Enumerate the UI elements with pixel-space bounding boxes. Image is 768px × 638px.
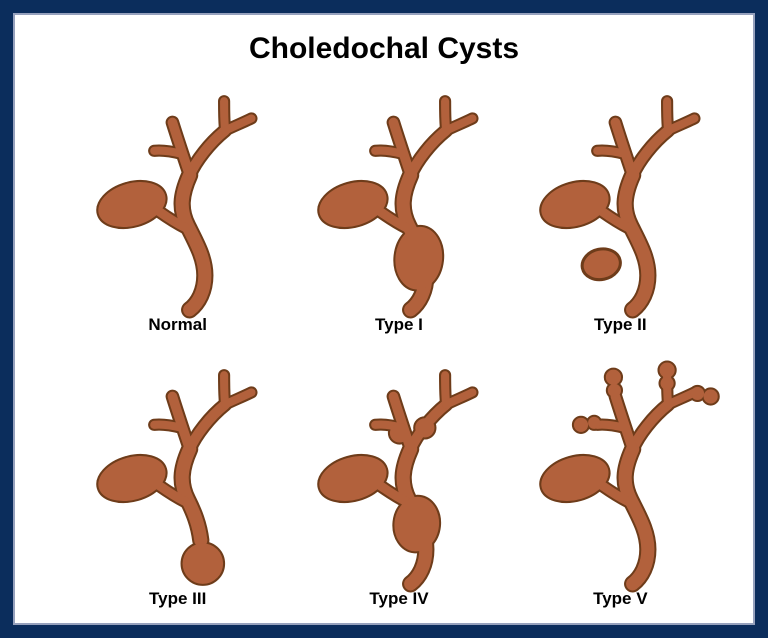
biliary-tree-type-1-illustration bbox=[297, 86, 500, 321]
panel-type-3: Type III bbox=[67, 343, 288, 613]
panel-label-normal: Normal bbox=[148, 315, 207, 334]
biliary-tree-normal-illustration bbox=[76, 86, 279, 321]
panel-grid: Normal Type I bbox=[15, 67, 753, 623]
diagram-card: Choledochal Cysts Normal bbox=[13, 13, 755, 625]
panel-type-5: Type V bbox=[510, 343, 731, 613]
biliary-tree-type-5-illustration bbox=[519, 360, 722, 595]
panel-normal: Normal bbox=[67, 69, 288, 339]
diverticulum-cyst bbox=[580, 247, 622, 282]
panel-label-type-5: Type V bbox=[593, 589, 648, 608]
biliary-tree-type-3-illustration bbox=[76, 360, 279, 595]
panel-label-type-2: Type II bbox=[594, 315, 647, 334]
panel-type-4: Type IV bbox=[288, 343, 509, 613]
panel-label-type-1: Type I bbox=[375, 315, 423, 334]
panel-type-2: Type II bbox=[510, 69, 731, 339]
page-title: Choledochal Cysts bbox=[248, 32, 520, 65]
biliary-tree-type-2-illustration bbox=[519, 86, 722, 321]
panel-label-type-3: Type III bbox=[149, 589, 207, 608]
biliary-tree-type-4-illustration bbox=[297, 360, 500, 595]
panel-label-type-4: Type IV bbox=[369, 589, 429, 608]
panel-type-1: Type I bbox=[288, 69, 509, 339]
